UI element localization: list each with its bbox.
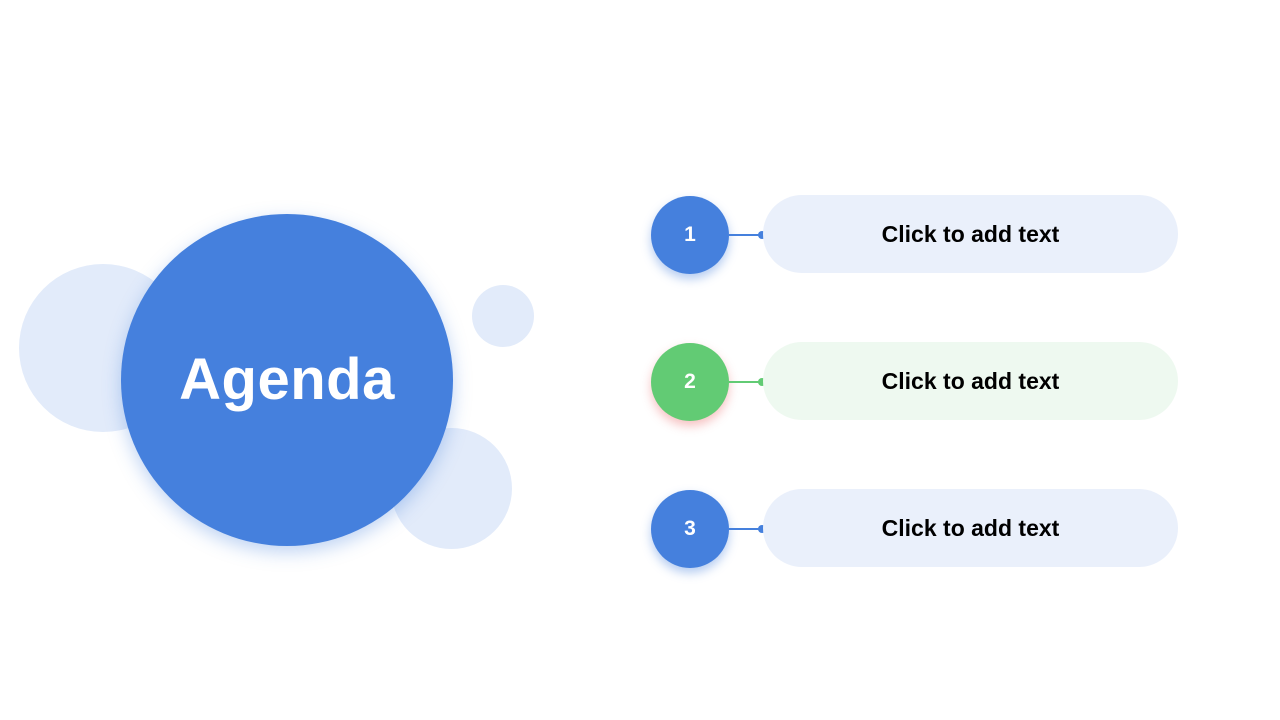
agenda-item-3: 3 Click to add text [650,489,1180,569]
item-number: 2 [684,370,696,393]
connector-dot [758,378,766,386]
item-text-box[interactable]: Click to add text [763,489,1178,567]
item-number-badge: 3 [651,490,729,568]
connector-dot [758,231,766,239]
agenda-item-1: 1 Click to add text [650,195,1180,275]
item-text[interactable]: Click to add text [881,220,1060,247]
decorative-bubble-small [472,285,534,347]
item-number: 3 [684,517,696,540]
agenda-item-2: 2 Click to add text [650,342,1180,422]
item-text-box[interactable]: Click to add text [763,195,1178,273]
item-text[interactable]: Click to add text [881,367,1060,394]
item-number-badge: 2 [651,343,729,421]
connector-line [729,528,762,530]
item-text-box[interactable]: Click to add text [763,342,1178,420]
item-text[interactable]: Click to add text [881,514,1060,541]
item-number: 1 [684,223,696,246]
connector-line [729,234,762,236]
agenda-circle: Agenda [121,214,453,546]
agenda-title[interactable]: Agenda [179,347,395,412]
connector-line [729,381,762,383]
connector-dot [758,525,766,533]
item-number-badge: 1 [651,196,729,274]
